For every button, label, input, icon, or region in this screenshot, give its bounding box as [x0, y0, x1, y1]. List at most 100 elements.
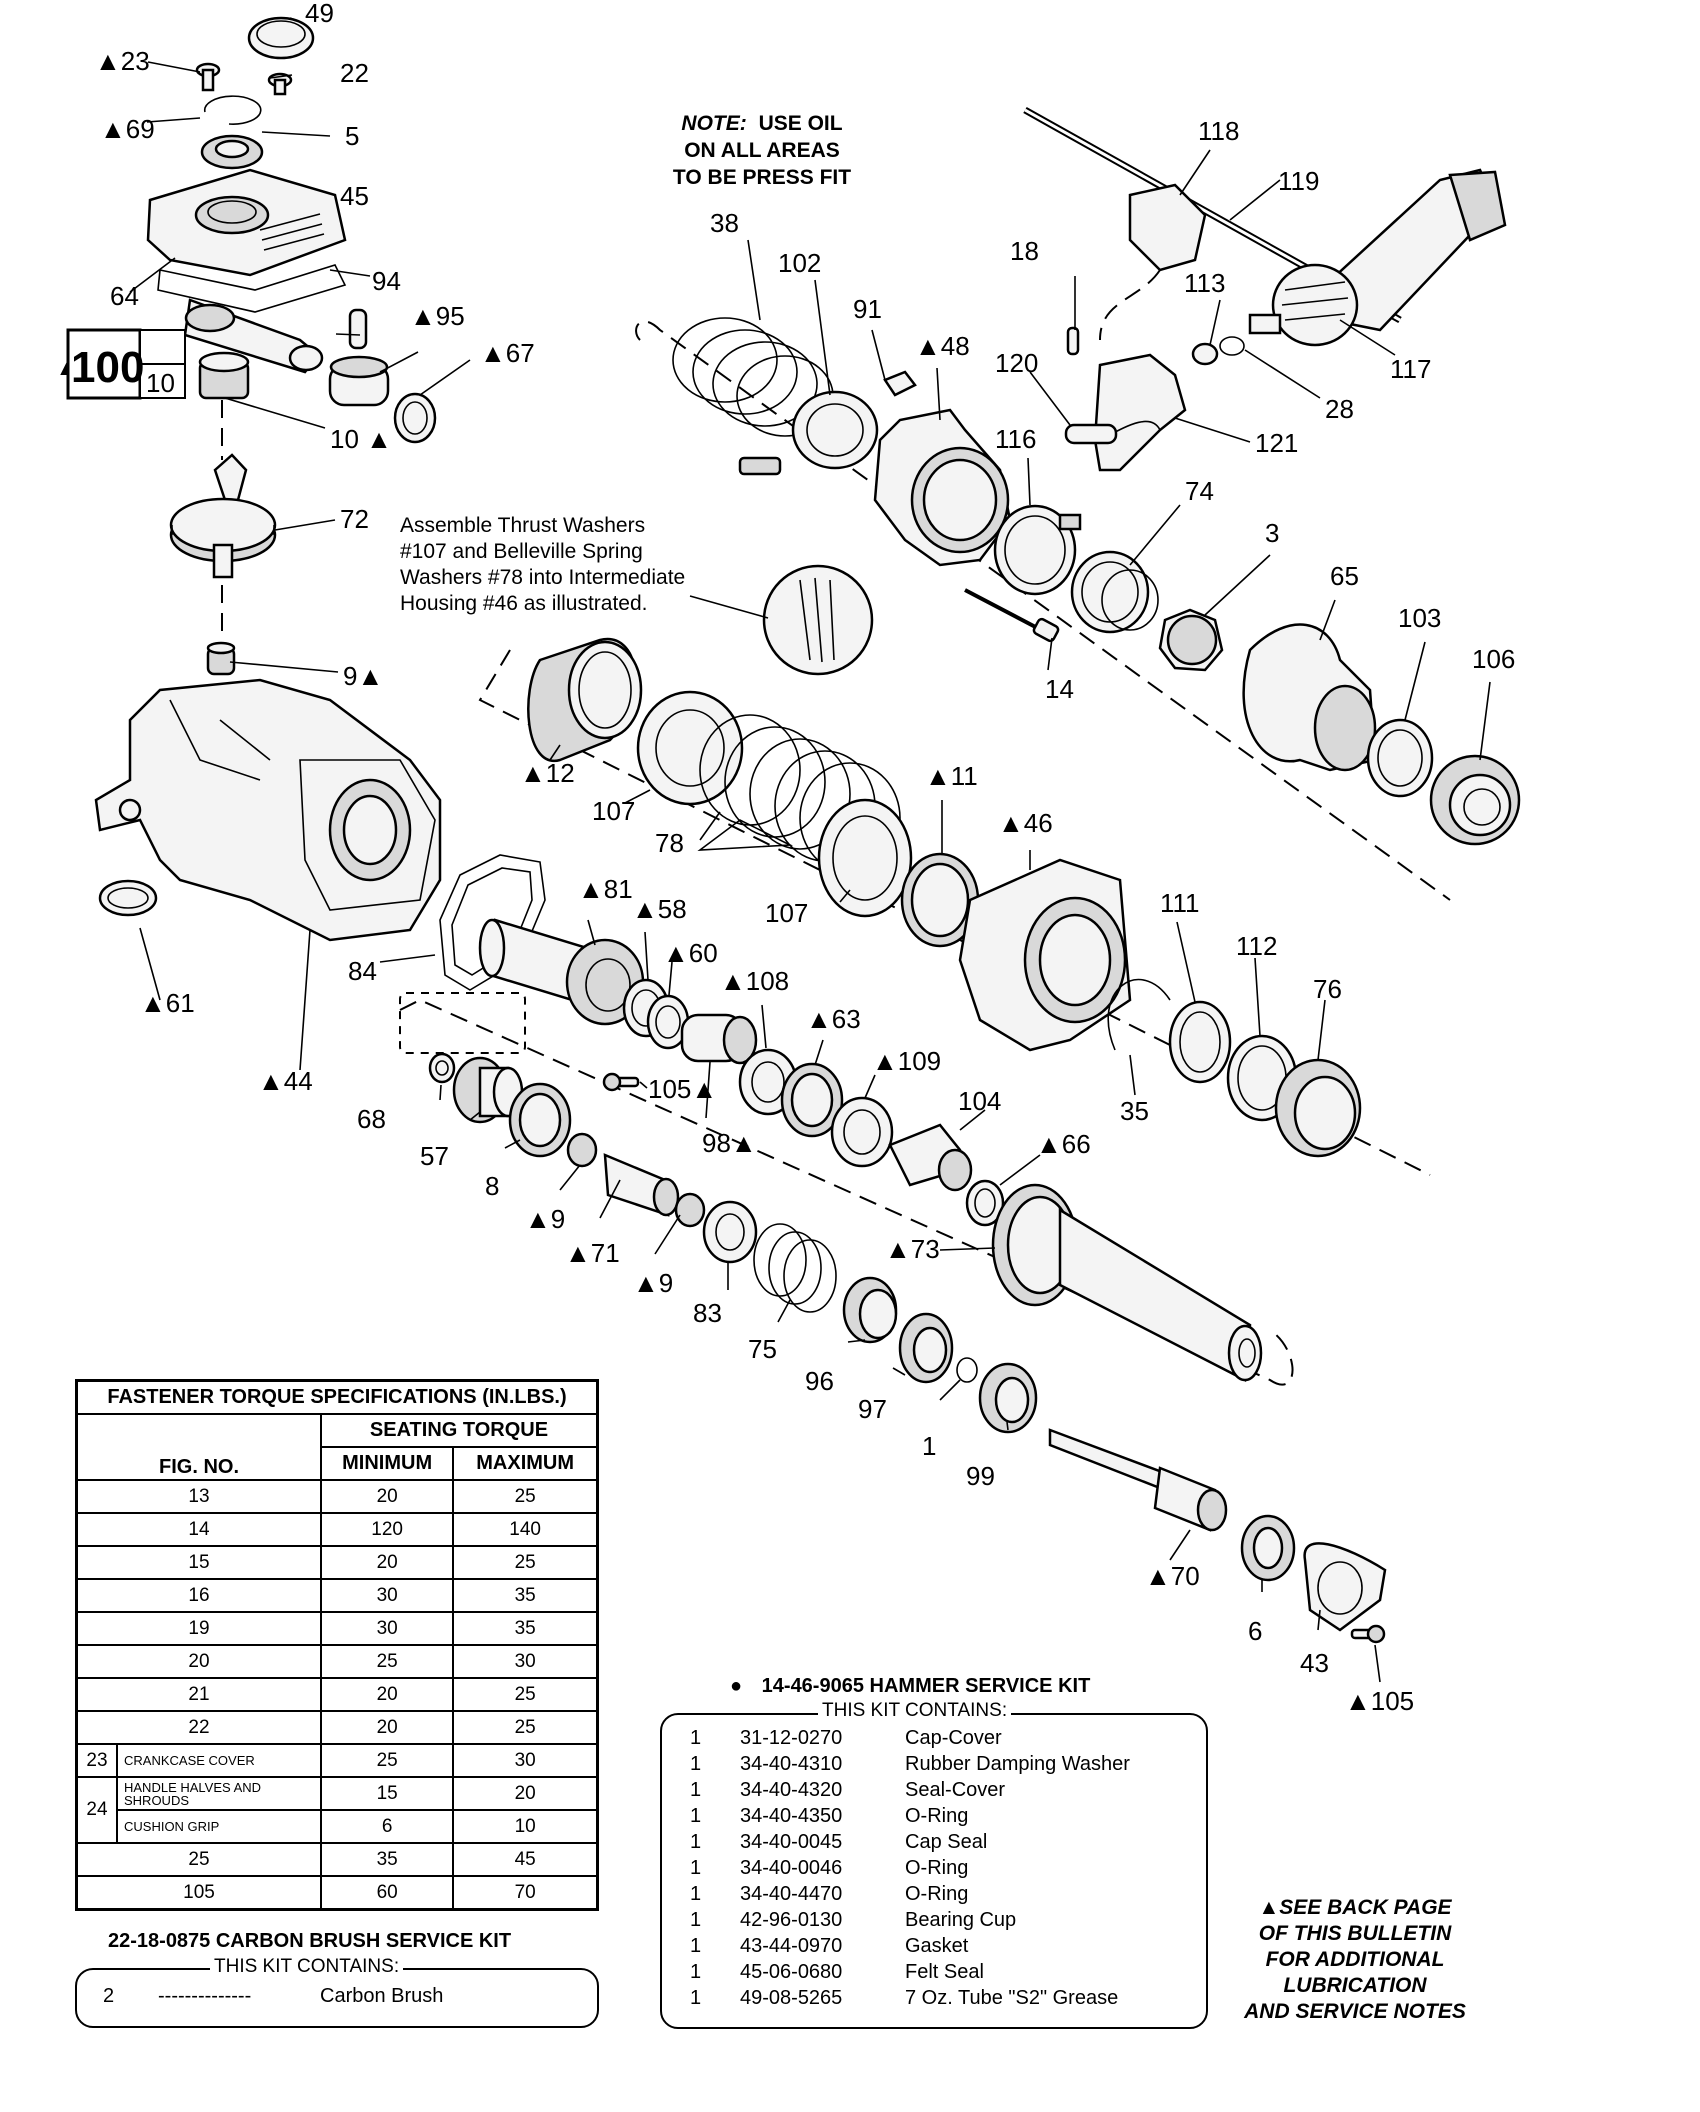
part-95-piston-pin-bearing: [328, 355, 390, 407]
part-65-cone-sleeve: [1242, 623, 1377, 772]
callout-100-sub: 10: [146, 368, 175, 398]
torque-desc: CUSHION GRIP: [116, 1809, 322, 1844]
part-3-nut: [1158, 608, 1224, 672]
torque-min: 20: [319, 1545, 455, 1580]
torque-min: 30: [319, 1611, 455, 1646]
part-75-spring: [753, 1223, 837, 1313]
part-23-screw: [195, 62, 221, 92]
part-57-gear: [452, 1056, 524, 1124]
torque-min: 20: [319, 1677, 455, 1712]
part-111-ring: [1168, 1000, 1232, 1084]
part-74-sleeve: [1070, 550, 1159, 634]
brush-kit-title: 22-18-0875 CARBON BRUSH SERVICE KIT: [108, 1930, 512, 1952]
callout-1: 1: [922, 1431, 936, 1461]
kit-description: Felt Seal: [905, 1961, 984, 1983]
part-28-ring: [1219, 336, 1245, 356]
see-back-page-note: ▲SEE BACK PAGE OF THIS BULLETIN FOR ADDI…: [1225, 1895, 1485, 2025]
callout-76: 76: [1313, 974, 1342, 1004]
torque-fig: 25: [75, 1842, 322, 1877]
torque-fig: 105: [75, 1875, 322, 1911]
callout-65: 65: [1330, 561, 1359, 591]
callout-63: ▲63: [806, 1004, 861, 1034]
torque-fig: 19: [75, 1611, 322, 1646]
table-row: 14 120 140: [75, 1512, 599, 1547]
kit-part-number: 34-40-0045: [740, 1831, 843, 1853]
kit-qty: 1: [690, 1987, 702, 2009]
callout-22: 22: [340, 58, 369, 88]
table-row: 22 20 25: [75, 1710, 599, 1745]
torque-max: 25: [452, 1545, 599, 1580]
torque-header-seating: SEATING TORQUE: [320, 1413, 599, 1448]
callout-108: ▲108: [720, 966, 789, 996]
oil-note-line-3: TO BE PRESS FIT: [673, 166, 851, 189]
oil-note-line-1: USE OIL: [759, 112, 843, 135]
table-row: 21 20 25: [75, 1677, 599, 1712]
kit-part-number: 34-40-4470: [740, 1883, 843, 1905]
kit-qty: 1: [690, 1857, 702, 1879]
part-67-o-ring: [393, 392, 437, 444]
kit-part-number: 31-12-0270: [740, 1727, 843, 1749]
torque-header-max: MAXIMUM: [452, 1446, 599, 1481]
hammer-kit-title-text: 14-46-9065 HAMMER SERVICE KIT: [761, 1675, 1091, 1697]
part-117-side-handle: [1248, 168, 1507, 347]
kit-part-number: 49-08-5265: [740, 1987, 843, 2009]
part-9-bearing-top: [206, 641, 236, 676]
table-row: 20 25 30: [75, 1644, 599, 1679]
part-72-gear: [169, 453, 277, 579]
kit-part-number: 45-06-0680: [740, 1961, 843, 1983]
part-91-key: [883, 370, 917, 397]
part-22-screw: [267, 72, 293, 96]
see-back-line-1: ▲SEE BACK PAGE: [1258, 1896, 1452, 1919]
callout-46: ▲46: [998, 808, 1053, 838]
callout-103: 103: [1398, 603, 1441, 633]
callout-69: ▲69: [100, 114, 155, 144]
callout-111: 111: [1160, 888, 1200, 918]
callout-9-top: 9▲: [343, 661, 383, 691]
part-103-ring: [1366, 718, 1434, 798]
part-120-screw: [1064, 423, 1118, 445]
assemble-note-line-4: Housing #46 as illustrated.: [400, 592, 647, 615]
torque-min: 30: [319, 1578, 455, 1613]
kit-description: Rubber Damping Washer: [905, 1753, 1130, 1775]
hammer-kit-caption: THIS KIT CONTAINS:: [818, 1700, 1012, 1722]
torque-max: 30: [452, 1743, 599, 1778]
assemble-note-line-1: Assemble Thrust Washers: [400, 514, 645, 537]
oil-note: NOTE: USE OIL ON ALL AREAS TO BE PRESS F…: [673, 112, 851, 189]
callout-75: 75: [748, 1334, 777, 1364]
torque-min: 20: [319, 1710, 455, 1745]
callout-118: 118: [1198, 116, 1239, 146]
torque-max: 25: [452, 1710, 599, 1745]
see-back-line-5: AND SERVICE NOTES: [1244, 2000, 1466, 2023]
callout-14: 14: [1045, 674, 1074, 704]
kit-part-number: 34-40-0046: [740, 1857, 843, 1879]
kit-description: Cap-Cover: [905, 1727, 1002, 1749]
callout-28: 28: [1325, 394, 1354, 424]
callout-97: 97: [858, 1394, 887, 1424]
kit-qty: 1: [690, 1753, 702, 1775]
callout-68: 68: [357, 1104, 386, 1134]
part-18-pin: [1066, 326, 1080, 356]
part-5-bearing: [200, 134, 264, 170]
kit-part-number: 34-40-4320: [740, 1779, 843, 1801]
table-row: 13 20 25: [75, 1479, 599, 1514]
torque-desc: CRANKCASE COVER: [116, 1743, 322, 1778]
part-105-screw: [602, 1072, 640, 1092]
svg-text:NOTE: USE OIL: NOTE: USE OIL: [681, 112, 842, 135]
kit-qty: 1: [690, 1935, 702, 1957]
kit-description: 7 Oz. Tube "S2" Grease: [905, 1987, 1119, 2009]
part-35-circlip: [1107, 978, 1171, 1051]
torque-spec-table: FASTENER TORQUE SPECIFICATIONS (IN.LBS.)…: [75, 1379, 599, 1911]
part-96-clutch: [842, 1276, 898, 1344]
torque-fig: 21: [75, 1677, 322, 1712]
table-row: 23 CRANKCASE COVER 25 30: [75, 1743, 599, 1778]
part-98-piston: [680, 1013, 758, 1065]
part-81-cylinder: [478, 918, 645, 1026]
torque-fig: 22: [75, 1710, 322, 1745]
bullet-icon: ●: [730, 1675, 743, 1697]
brush-kit-part: --------------: [158, 1985, 252, 2007]
part-106-cap: [1429, 754, 1521, 846]
callout-73: ▲73: [885, 1234, 940, 1264]
part-9-bearing-left: [566, 1132, 598, 1168]
kit-description: O-Ring: [905, 1883, 969, 1905]
torque-max: 25: [452, 1479, 599, 1514]
